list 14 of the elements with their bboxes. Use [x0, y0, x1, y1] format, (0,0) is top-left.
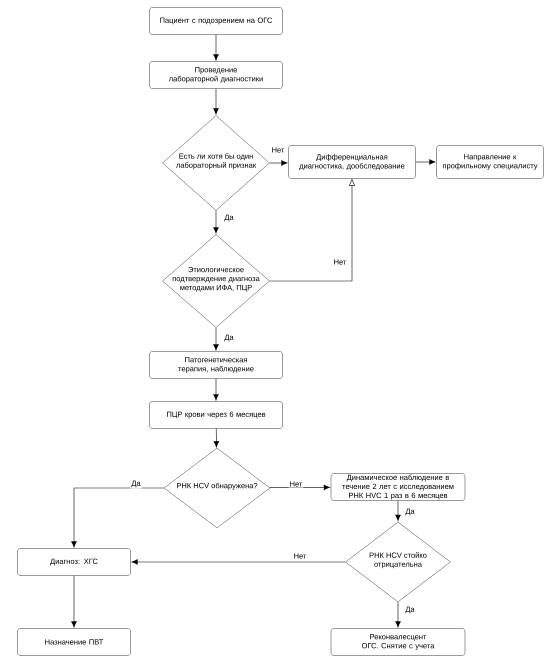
arrow [270, 484, 330, 490]
arrow [214, 428, 220, 448]
arrow [213, 378, 219, 400]
arrow [131, 559, 346, 565]
arrow [395, 602, 401, 628]
arrow [395, 500, 401, 521]
arrow [213, 210, 219, 234]
arrow [415, 159, 436, 165]
arrow [71, 575, 77, 628]
arrow [71, 488, 164, 548]
arrow [269, 160, 288, 166]
arrow [213, 34, 219, 60]
arrow [213, 88, 219, 114]
arrow [213, 327, 219, 350]
